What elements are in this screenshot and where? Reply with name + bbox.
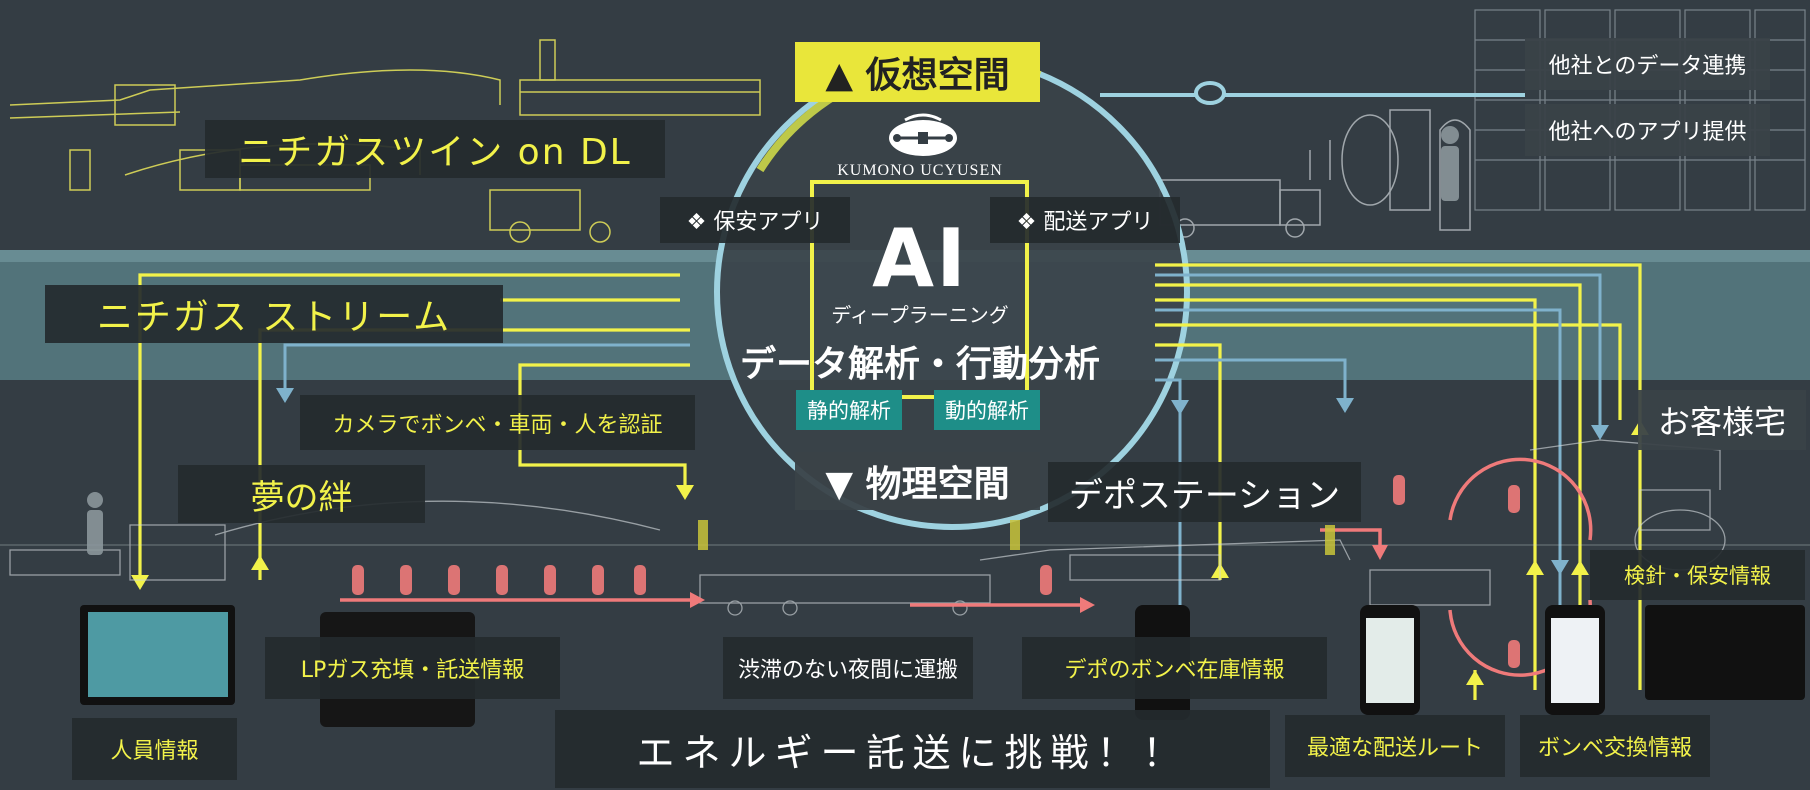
ground-structures bbox=[0, 439, 1810, 616]
meter-label: 検針・保安情報 bbox=[1590, 550, 1805, 600]
ai-frame bbox=[810, 180, 1029, 399]
truck-outline bbox=[1159, 109, 1471, 238]
logo-name: KUMONO UCYUSEN bbox=[837, 162, 1003, 179]
depot-label: デポステーション bbox=[1048, 462, 1361, 522]
analysis-label: データ解析・行動分析 bbox=[740, 344, 1101, 385]
app-provide-label: 他社へのアプリ提供 bbox=[1525, 104, 1770, 156]
connector bbox=[1100, 81, 1525, 105]
stream-label: ニチガス ストリーム bbox=[45, 285, 503, 343]
physical-space-label: ▼ 物理空間 bbox=[795, 452, 1040, 510]
static-analysis-badge: 静的解析 bbox=[796, 390, 902, 430]
challenge-label: エネルギー託送に挑戦！！ bbox=[555, 710, 1270, 788]
deep-learning-label: ディープラーニング bbox=[831, 302, 1009, 327]
data-link-label: 他社とのデータ連携 bbox=[1525, 38, 1770, 90]
logo-mark bbox=[888, 113, 957, 156]
depot-stock-label: デポのボンベ在庫情報 bbox=[1022, 637, 1327, 699]
night-label: 渋滞のない夜間に運搬 bbox=[723, 637, 973, 699]
route-label: 最適な配送ルート bbox=[1285, 715, 1505, 777]
staff-label: 人員情報 bbox=[72, 718, 237, 780]
arrows-blue bbox=[276, 388, 1609, 575]
dynamic-analysis-badge: 動的解析 bbox=[934, 390, 1040, 430]
arrows-red bbox=[690, 545, 1388, 613]
camera-label: カメラでボンベ・車両・人を認証 bbox=[300, 395, 695, 450]
yume-label: 夢の絆 bbox=[178, 465, 425, 523]
twin-title: ニチガスツイン on DL bbox=[205, 120, 665, 178]
safety-app-label: ❖ 保安アプリ bbox=[660, 197, 850, 243]
lp-label: LPガス充填・託送情報 bbox=[265, 637, 560, 699]
people-silhouettes bbox=[87, 126, 1459, 555]
ai-label: AI bbox=[872, 211, 968, 305]
kumono-logo bbox=[875, 110, 970, 158]
exchange-label: ボンベ交換情報 bbox=[1520, 715, 1710, 777]
lamp-posts bbox=[698, 520, 1335, 555]
delivery-app-label: ❖ 配送アプリ bbox=[990, 197, 1180, 243]
virtual-space-label: ▲ 仮想空間 bbox=[795, 42, 1040, 102]
customer-label: お客様宅 bbox=[1638, 390, 1806, 450]
gas-cylinders bbox=[352, 475, 1520, 668]
